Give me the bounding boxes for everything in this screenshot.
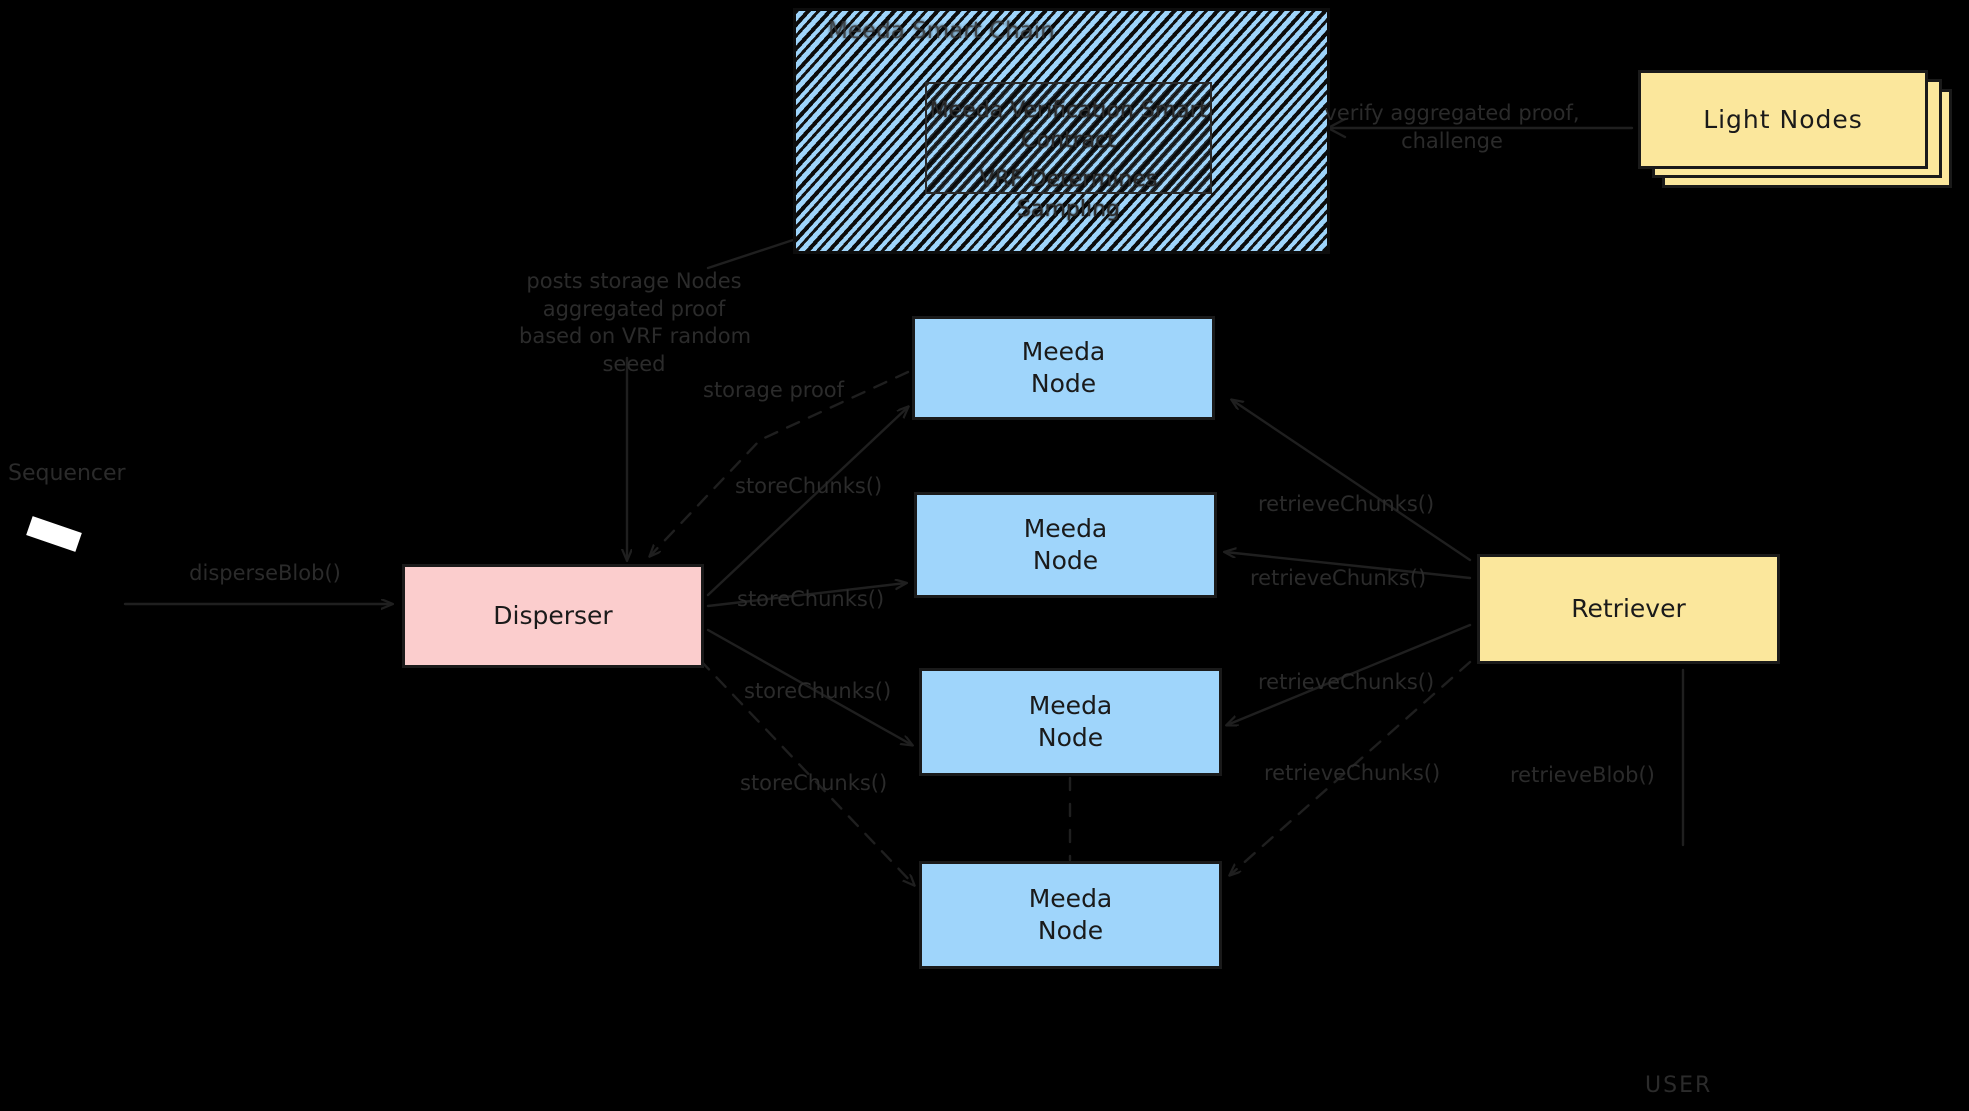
meeda-node-4-line1: Meeda [1028, 884, 1113, 913]
edge-label-store-chunks-3: storeChunks() [744, 679, 892, 703]
edge-label-disperse-blob: disperseBlob() [189, 561, 341, 585]
edge-label-retrieve-chunks-2: retrieveChunks() [1250, 566, 1427, 590]
meeda-node-2-line2: Node [1032, 546, 1099, 575]
meeda-smart-chain-title: Meeda Smart Chain [828, 18, 1055, 44]
user-label: USER [1645, 1073, 1713, 1098]
sequencer-label: Sequencer [8, 461, 126, 486]
contract-line-3: VRF Determines Sampling [979, 166, 1158, 223]
sequencer-marker-icon [26, 516, 82, 552]
meeda-node-1-line2: Node [1030, 369, 1097, 398]
edge-label-storage-proof: storage proof [703, 378, 845, 402]
meeda-node-3-line1: Meeda [1028, 691, 1113, 720]
meeda-node-2[interactable]: Meeda Node [914, 492, 1217, 598]
meeda-node-1-line1: Meeda [1021, 337, 1106, 366]
meeda-verification-contract-text: Meeda Verification Smart Contract VRF De… [925, 96, 1212, 225]
edge-label-retrieve-blob: retrieveBlob() [1510, 763, 1655, 787]
meeda-node-4-line2: Node [1037, 916, 1104, 945]
meeda-verification-contract-box[interactable] [925, 82, 1212, 194]
edge-label-store-chunks-4: storeChunks() [740, 771, 888, 795]
contract-line-1: Meeda Verification Smart [929, 98, 1208, 123]
edge-label-store-chunks-2: storeChunks() [737, 587, 885, 611]
edge-label-posts-storage-proof: posts storage Nodes aggregated proof bas… [519, 269, 752, 377]
light-nodes-label: Light Nodes [1703, 105, 1863, 134]
edge-chain-to-posts-label [706, 238, 795, 270]
light-nodes-card[interactable]: Light Nodes [1638, 70, 1928, 169]
meeda-node-2-line1: Meeda [1023, 514, 1108, 543]
meeda-node-3[interactable]: Meeda Node [919, 668, 1222, 776]
edge-label-verify-aggregated-proof: verify aggregated proof, challenge [1324, 101, 1580, 153]
edge-label-retrieve-chunks-1: retrieveChunks() [1258, 492, 1435, 516]
meeda-node-4[interactable]: Meeda Node [919, 861, 1222, 969]
edge-storechunks-1 [706, 407, 908, 597]
disperser-label: Disperser [493, 601, 613, 630]
edge-retrievechunks-1 [1232, 400, 1472, 562]
retriever-box[interactable]: Retriever [1477, 554, 1780, 664]
edge-label-retrieve-chunks-4: retrieveChunks() [1264, 761, 1441, 785]
edge-label-store-chunks-1: storeChunks() [735, 474, 883, 498]
contract-line-2: Contract [1021, 128, 1116, 154]
disperser-box[interactable]: Disperser [402, 564, 704, 668]
retriever-label: Retriever [1571, 594, 1686, 623]
meeda-node-3-line2: Node [1037, 723, 1104, 752]
meeda-node-1[interactable]: Meeda Node [912, 316, 1215, 420]
edge-label-retrieve-chunks-3: retrieveChunks() [1258, 670, 1435, 694]
